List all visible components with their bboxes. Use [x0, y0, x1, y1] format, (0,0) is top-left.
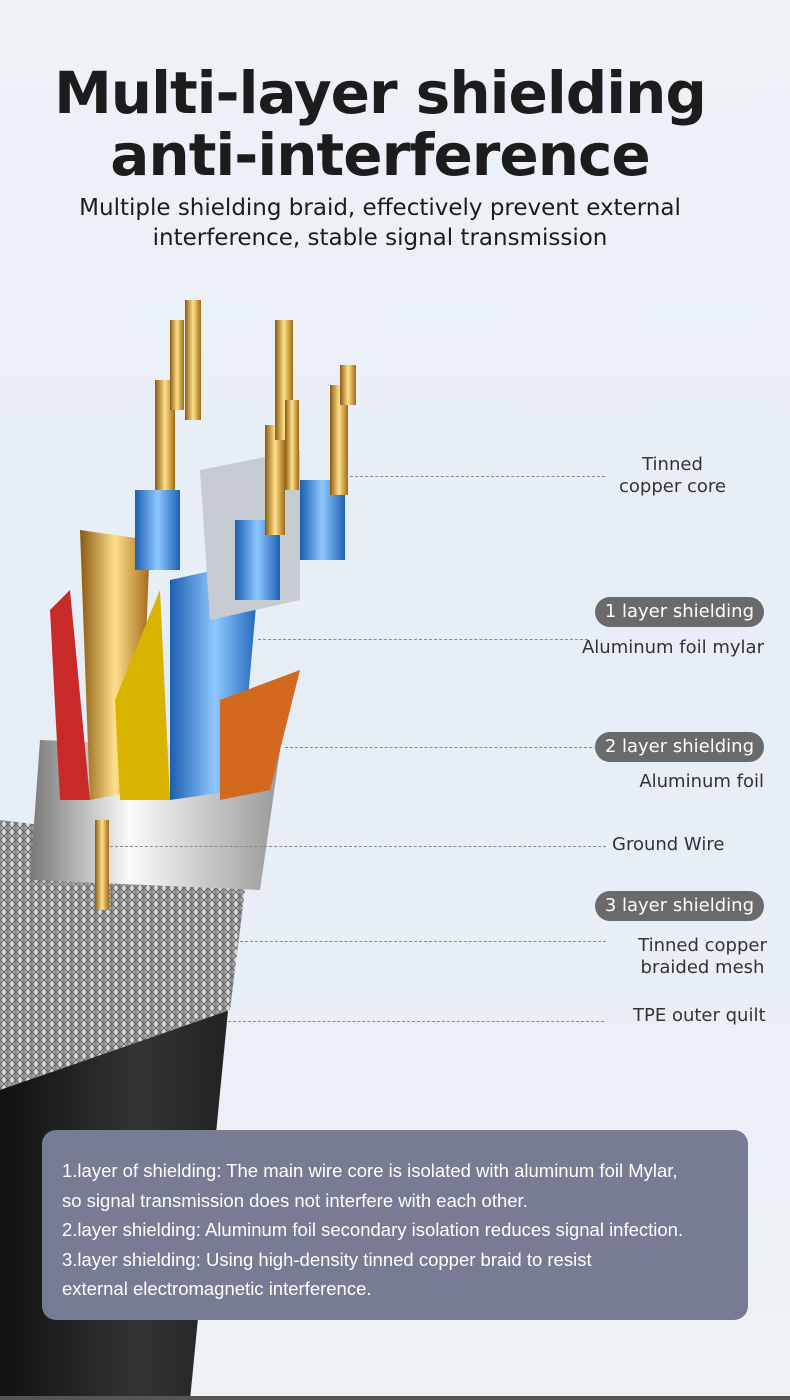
info-line: 3.layer shielding: Using high-density ti… [62, 1248, 592, 1270]
info-box: 1.layer of shielding: The main wire core… [42, 1130, 748, 1320]
info-line: so signal transmission does not interfer… [62, 1189, 528, 1211]
info-line: 2.layer shielding: Aluminum foil seconda… [62, 1219, 684, 1240]
badge-layer-2: 2 layer shielding [594, 732, 764, 762]
core-line-1: Tinned [642, 454, 703, 475]
tinned-copper-cores [155, 300, 356, 535]
title-line-2: anti-interference [110, 121, 650, 189]
label-layer-2: Aluminum foil [639, 771, 764, 792]
braided-mesh [0, 820, 250, 1090]
leader-line-layer-1 [258, 639, 588, 640]
leader-line-layer-2 [285, 747, 597, 748]
badge-layer-1: 1 layer shielding [594, 597, 764, 627]
leader-line-layer-3 [240, 941, 606, 942]
subtitle-line-1: Multiple shielding braid, effectively pr… [79, 195, 681, 221]
layer3-line-2: braided mesh [640, 957, 765, 978]
bottom-strip [0, 1396, 790, 1400]
layer3-line-1: Tinned copper [638, 935, 767, 956]
leader-line-outer [228, 1021, 604, 1022]
badge-layer-3: 3 layer shielding [594, 891, 764, 921]
title-line-1: Multi-layer shielding [54, 59, 707, 127]
ground-wire [95, 820, 109, 910]
info-line: 1.layer of shielding: The main wire core… [62, 1160, 678, 1181]
page-title: Multi-layer shielding anti-interference [0, 62, 760, 186]
core-line-2: copper core [619, 476, 726, 497]
subtitle-line-2: interference, stable signal transmission [152, 225, 608, 251]
leader-line-ground [110, 846, 606, 847]
label-tinned-copper-core: Tinned copper core [610, 454, 735, 498]
label-ground-wire: Ground Wire [612, 834, 725, 855]
subtitle: Multiple shielding braid, effectively pr… [0, 193, 760, 253]
label-layer-1: Aluminum foil mylar [581, 637, 764, 658]
label-layer-3: Tinned copper braided mesh [630, 935, 775, 979]
leader-line-core [345, 476, 605, 477]
info-line: external electromagnetic interference. [62, 1278, 372, 1299]
label-tpe-outer: TPE outer quilt [633, 1005, 766, 1026]
